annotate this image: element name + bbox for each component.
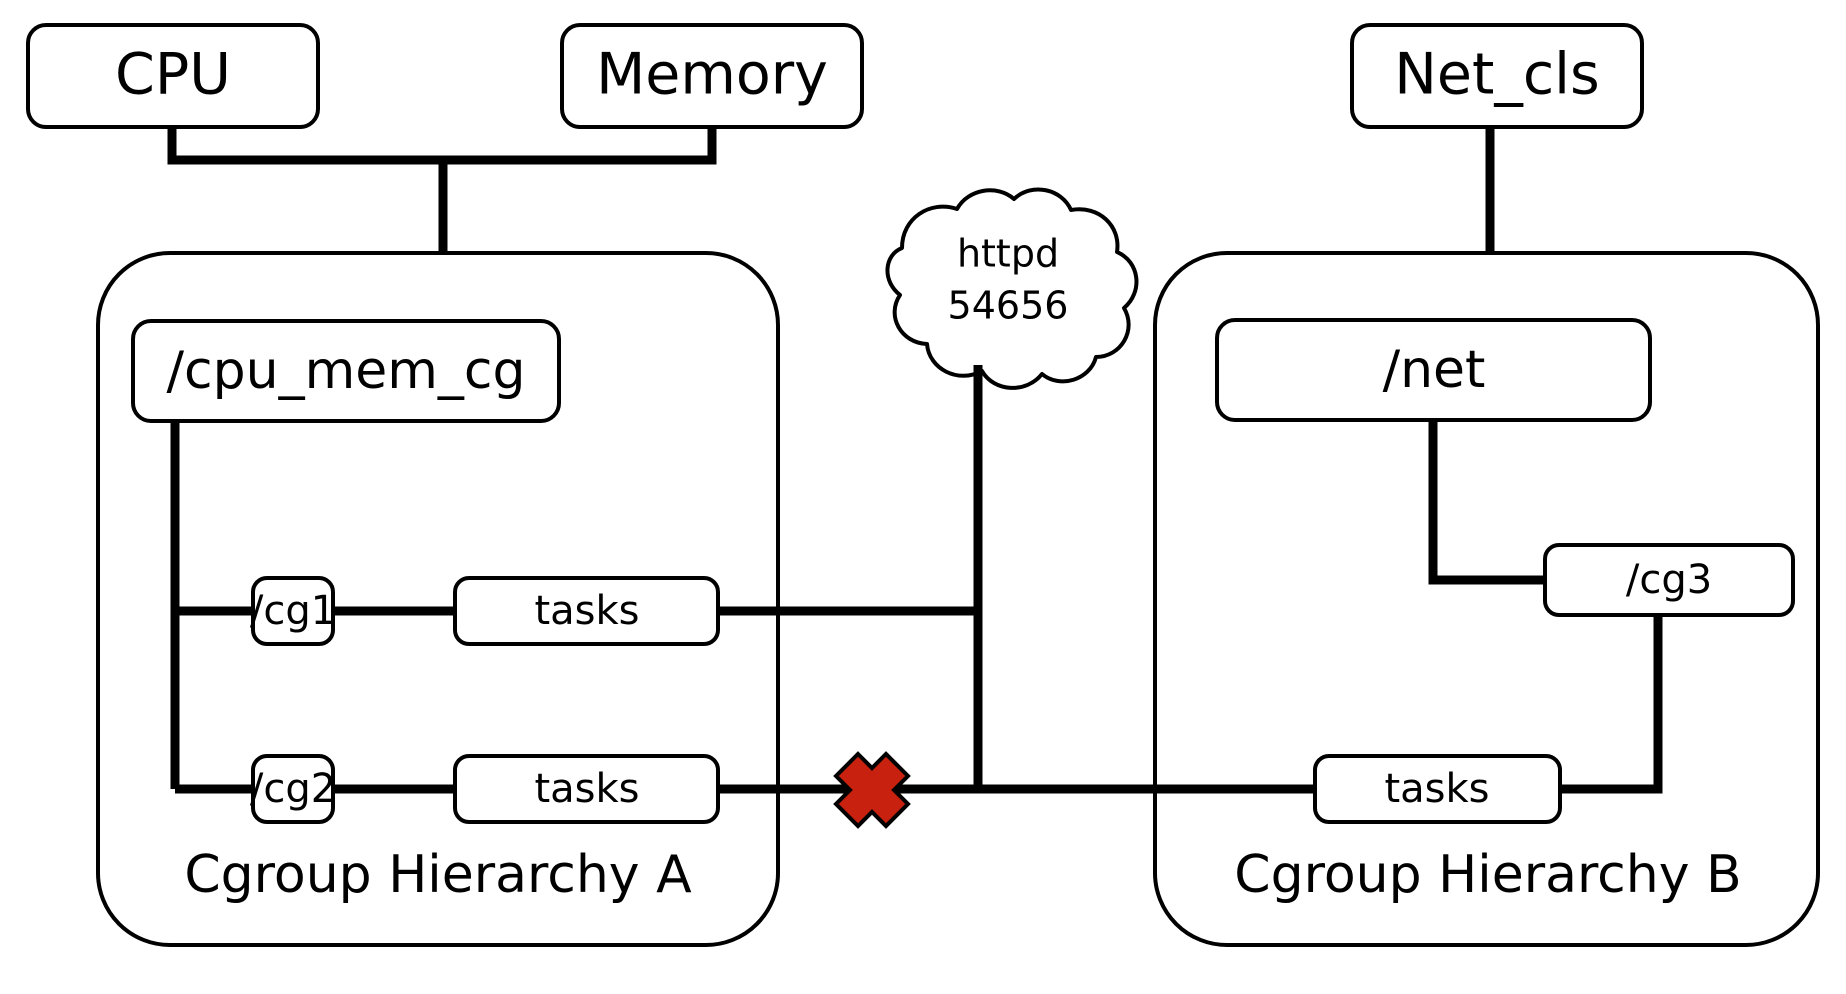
- hierarchy-b-cg3-tasks-label: tasks: [1384, 766, 1489, 812]
- hierarchy-b-cg3-box[interactable]: [1543, 543, 1795, 617]
- blocked-x-shape: [833, 751, 911, 829]
- process-cloud[interactable]: httpd 54656: [885, 187, 1139, 390]
- edge-net-to-cg3: [1428, 420, 1545, 585]
- process-cloud-shape[interactable]: [885, 187, 1139, 390]
- hierarchy-a-cg2-tasks-node[interactable]: tasks: [453, 754, 720, 824]
- hierarchy-b-root-label: /net: [1383, 340, 1486, 400]
- edge-controllers-to-bus-a: [167, 127, 717, 165]
- hierarchy-b-root-node[interactable]: /net: [1215, 318, 1652, 422]
- hierarchy-a-cg2-node[interactable]: /cg2: [250, 754, 336, 824]
- hierarchy-b-cg3-tasks-box[interactable]: [1313, 754, 1562, 824]
- hierarchy-a-root-label: /cpu_mem_cg: [167, 341, 526, 401]
- hierarchy-a-root-box[interactable]: [131, 319, 561, 423]
- hierarchy-a-cg1-node[interactable]: /cg1: [250, 576, 336, 646]
- controller-memory[interactable]: Memory: [560, 23, 864, 129]
- controller-net-cls-box[interactable]: [1350, 23, 1644, 129]
- hierarchy-b-container: [1153, 251, 1820, 947]
- hierarchy-a-root-node[interactable]: /cpu_mem_cg: [131, 319, 561, 423]
- hierarchy-a-cg1-tasks-label: tasks: [534, 588, 639, 634]
- hierarchy-b-cg3-label: /cg3: [1626, 557, 1712, 603]
- hierarchy-a-cg1-tasks-node[interactable]: tasks: [453, 576, 720, 646]
- hierarchy-a-cg2-tasks-label: tasks: [534, 766, 639, 812]
- hierarchy-a-container: [96, 251, 780, 947]
- hierarchy-a-cg2-label: /cg2: [250, 766, 336, 812]
- controller-memory-label: Memory: [596, 42, 828, 108]
- controller-net-cls[interactable]: Net_cls: [1350, 23, 1644, 129]
- process-cloud-pid: 54656: [948, 284, 1069, 328]
- hierarchy-a-cg1-label: /cg1: [250, 588, 336, 634]
- process-cloud-name: httpd: [957, 232, 1059, 276]
- controller-cpu-label: CPU: [115, 42, 231, 108]
- controller-net-cls-label: Net_cls: [1394, 42, 1599, 108]
- controller-cpu[interactable]: CPU: [26, 23, 320, 129]
- hierarchy-b-caption: Cgroup Hierarchy B: [1234, 845, 1741, 905]
- edge-cg3-to-tasks: [1560, 615, 1663, 794]
- hierarchy-a-caption: Cgroup Hierarchy A: [184, 845, 692, 905]
- hierarchy-b-cg3-node[interactable]: /cg3: [1543, 543, 1795, 617]
- hierarchy-b-cg3-tasks-node[interactable]: tasks: [1313, 754, 1562, 824]
- blocked-x-icon: [833, 751, 911, 829]
